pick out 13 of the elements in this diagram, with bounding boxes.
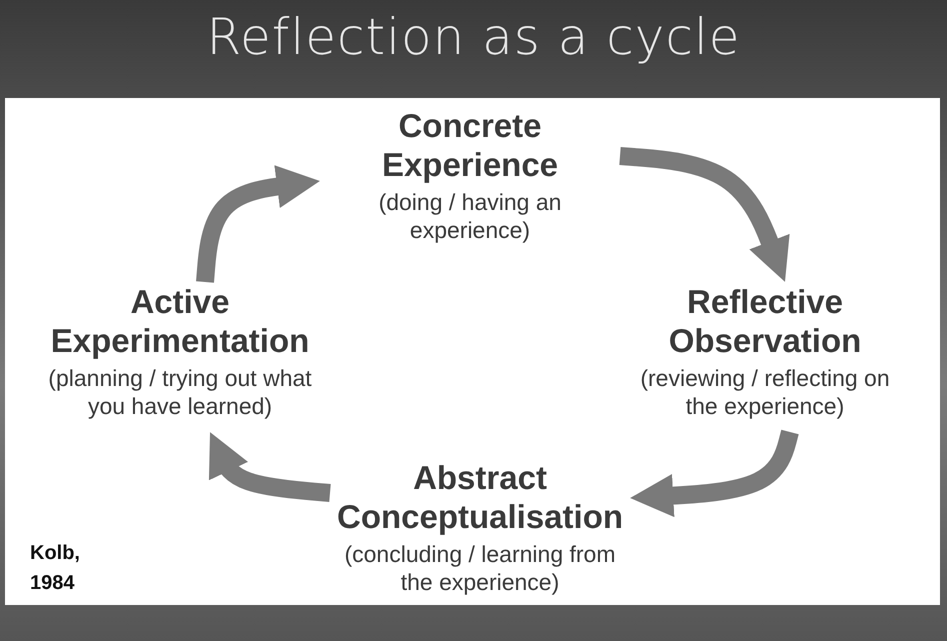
cycle-arrow <box>196 165 320 283</box>
stage-description: (doing / having an experience) <box>378 188 562 244</box>
stage-description: (concluding / learning from the experience) <box>343 540 617 596</box>
cycle-arrow <box>208 432 331 502</box>
stage-description: (planning / trying out what you have learned) <box>47 364 313 420</box>
cycle-arrow <box>619 147 790 282</box>
stage-description: (reviewing / reflecting on the experience) <box>639 364 891 420</box>
stage-heading: Active Experimentation <box>50 282 310 360</box>
stage-heading: Reflective Observation <box>668 282 862 360</box>
title: Reflection as a cycle <box>205 8 742 66</box>
citation: Kolb, 1984 <box>30 541 81 596</box>
stage-heading: Abstract Conceptualisation <box>336 458 624 536</box>
stage-heading: Concrete Experience <box>380 106 560 184</box>
